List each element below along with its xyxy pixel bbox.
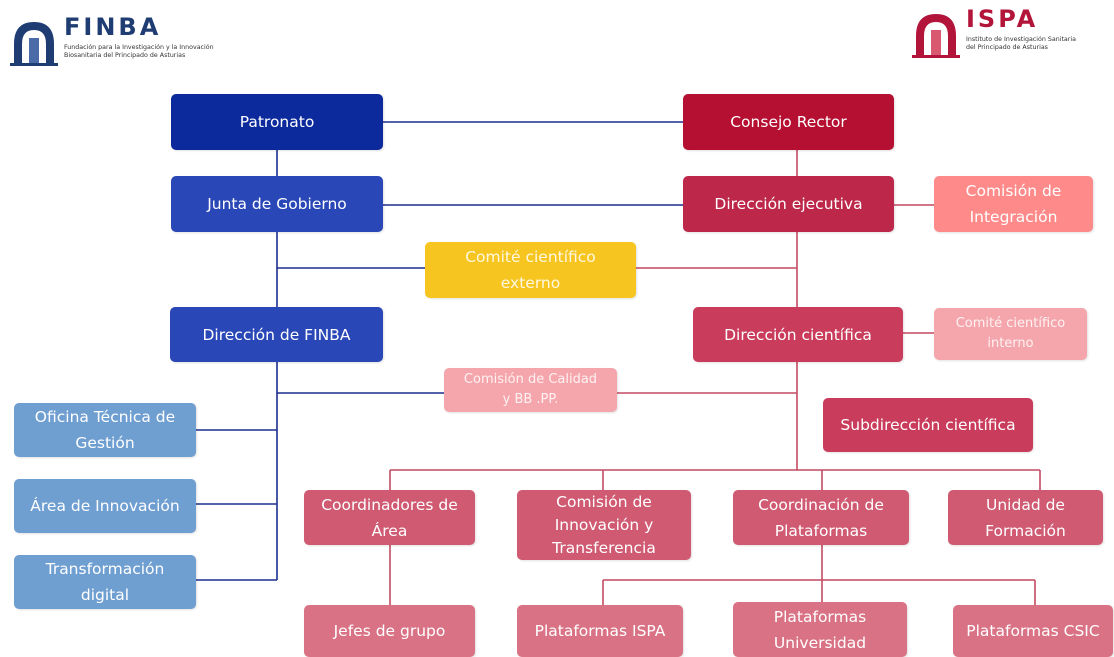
node-direccion-finba: Dirección de FINBA	[170, 307, 383, 362]
node-plataformas-ispa: Plataformas ISPA	[517, 605, 683, 657]
node-comision-integracion: Comisión de Integración	[934, 176, 1093, 232]
node-unidad-formacion: Unidad de Formación	[948, 490, 1103, 545]
finba-connectors	[196, 121, 683, 581]
ispa-arch-icon	[912, 14, 960, 58]
node-coordinadores-area: Coordinadores de Área	[304, 490, 475, 545]
node-plataformas-csic: Plataformas CSIC	[953, 605, 1113, 657]
node-oficina-tecnica: Oficina Técnica de Gestión	[14, 403, 196, 457]
finba-arch-icon	[10, 22, 58, 66]
node-transformacion-digital: Transformación digital	[14, 555, 196, 609]
node-coordinacion-plataformas: Coordinación de Plataformas	[733, 490, 909, 545]
ispa-logo-name: ISPA	[966, 5, 1039, 33]
node-patronato: Patronato	[171, 94, 383, 150]
ispa-logo: ISPA Instituto de Investigación Sanitari…	[910, 6, 1076, 58]
ispa-logo-subtitle: Instituto de Investigación Sanitaria del…	[966, 36, 1076, 51]
node-consejo-rector: Consejo Rector	[683, 94, 894, 150]
node-area-innovacion: Área de Innovación	[14, 479, 196, 533]
node-junta-gobierno: Junta de Gobierno	[171, 176, 383, 232]
node-comision-innovacion: Comisión de Innovación y Transferencia	[517, 490, 691, 560]
node-plataformas-universidad: Plataformas Universidad	[733, 602, 907, 657]
node-comite-cientifico-externo: Comité científico externo	[425, 242, 636, 298]
finba-logo: FINBA Fundación para la Investigación y …	[8, 14, 214, 66]
node-direccion-cientifica: Dirección científica	[693, 307, 903, 362]
node-jefes-grupo: Jefes de grupo	[304, 605, 475, 657]
finba-logo-subtitle: Fundación para la Investigación y la Inn…	[64, 44, 214, 59]
node-direccion-ejecutiva: Dirección ejecutiva	[683, 176, 894, 232]
node-comision-calidad: Comisión de Calidad y BB .PP.	[444, 368, 617, 412]
finba-logo-name: FINBA	[64, 13, 162, 41]
node-comite-cientifico-interno: Comité científico interno	[934, 308, 1087, 360]
node-subdireccion-cientifica: Subdirección científica	[823, 398, 1033, 452]
